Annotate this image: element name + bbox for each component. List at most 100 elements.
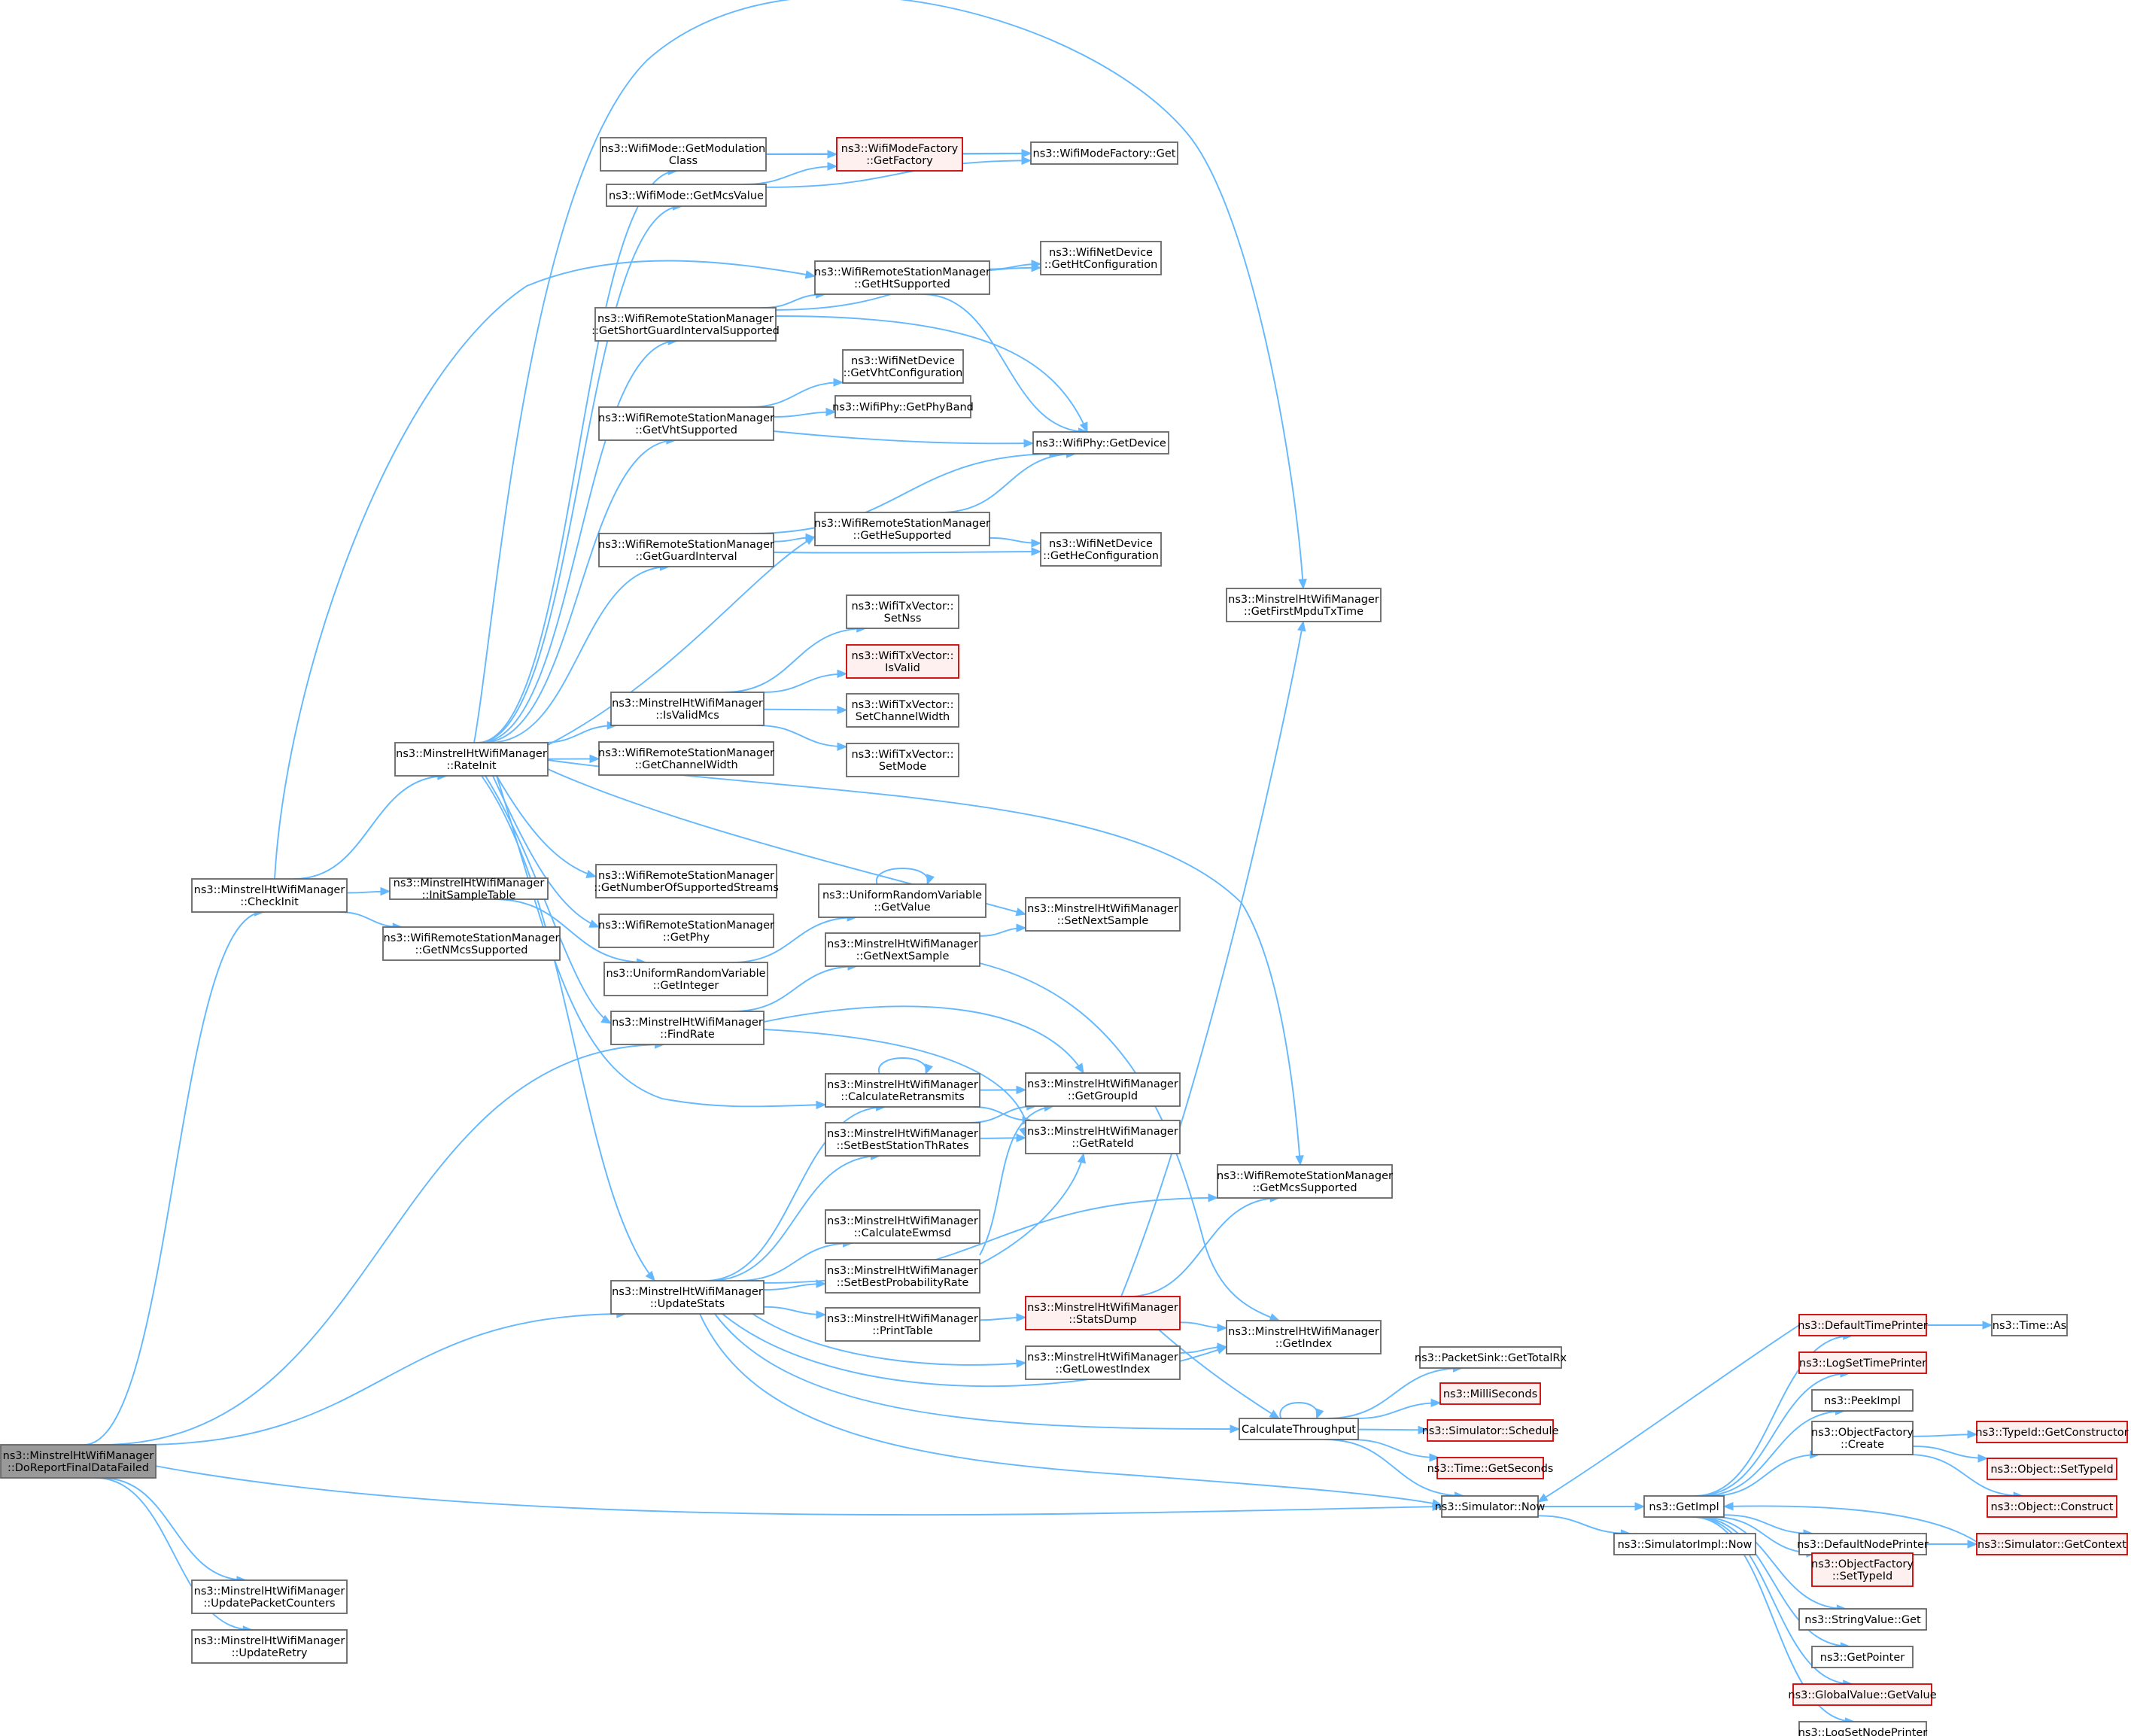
edge-updatestats-to-setbestprob [763, 1279, 827, 1291]
node-getchw[interactable]: ns3::WifiRemoteStationManager::GetChanne… [598, 741, 774, 776]
edge-rateinit-to-getmcsvalue [477, 202, 683, 743]
node-getnextsample[interactable]: ns3::MinstrelHtWifiManager::GetNextSampl… [825, 932, 980, 967]
node-box [1613, 1533, 1756, 1555]
node-objconstruct[interactable]: ns3::Object::Construct [1987, 1495, 2117, 1518]
edge-getgi-to-gethe [773, 533, 816, 543]
node-gethe[interactable]: ns3::WifiRemoteStationManager::GetHeSupp… [814, 512, 990, 546]
node-pktsinkrx[interactable]: ns3::PacketSink::GetTotalRx [1415, 1346, 1567, 1369]
node-getsgi[interactable]: ns3::WifiRemoteStationManager::GetShortG… [591, 307, 780, 342]
node-statsdump[interactable]: ns3::MinstrelHtWifiManager::StatsDump [1025, 1296, 1181, 1330]
node-initsample[interactable]: ns3::MinstrelHtWifiManager::InitSampleTa… [389, 877, 549, 901]
edge-root-to-checkinit [84, 908, 265, 1446]
node-getgroupid[interactable]: ns3::MinstrelHtWifiManager::GetGroupId [1025, 1072, 1181, 1107]
node-nethtconf[interactable]: ns3::WifiNetDevice::GetHtConfiguration [1040, 241, 1162, 275]
node-box [1798, 1608, 1927, 1631]
node-simgetctx[interactable]: ns3::Simulator::GetContext [1976, 1533, 2128, 1555]
node-typeidctor[interactable]: ns3::TypeId::GetConstructor [1975, 1421, 2129, 1443]
node-isvalidmcs[interactable]: ns3::MinstrelHtWifiManager::IsValidMcs [610, 692, 765, 726]
node-logsettime[interactable]: ns3::LogSetTimePrinter [1798, 1351, 1927, 1374]
edge-deftimeprinter-to-timeas [1926, 1321, 1993, 1330]
node-updpkt[interactable]: ns3::MinstrelHtWifiManager::UpdatePacket… [191, 1579, 348, 1614]
node-label-line: ns3::MinstrelHtWifiManager [1228, 1326, 1379, 1338]
node-label-line: ns3::WifiTxVector:: [851, 600, 953, 613]
node-getgi[interactable]: ns3::WifiRemoteStationManager::GetGuardI… [598, 533, 774, 567]
node-strvalget[interactable]: ns3::StringValue::Get [1798, 1608, 1927, 1631]
node-getvht[interactable]: ns3::WifiRemoteStationManager::GetVhtSup… [598, 406, 774, 441]
node-updretry[interactable]: ns3::MinstrelHtWifiManager::UpdateRetry [191, 1629, 348, 1664]
node-findrate[interactable]: ns3::MinstrelHtWifiManager::FindRate [610, 1011, 765, 1045]
edge-getvht-to-phyband [773, 407, 837, 418]
node-txsetchw[interactable]: ns3::WifiTxVector::SetChannelWidth [846, 693, 959, 728]
node-getmcssupp[interactable]: ns3::WifiRemoteStationManager::GetMcsSup… [1217, 1164, 1393, 1199]
node-label-line: ns3::MilliSeconds [1443, 1388, 1537, 1400]
edge-statsdump-to-getindex [1179, 1321, 1228, 1333]
node-setbestprob[interactable]: ns3::MinstrelHtWifiManager::SetBestProba… [825, 1259, 980, 1294]
node-label-line: SetMode [879, 761, 926, 773]
node-label-line: ns3::MinstrelHtWifiManager [3, 1450, 154, 1462]
node-label-line: ::GetFirstMpduTxTime [1244, 606, 1363, 618]
node-getindex[interactable]: ns3::MinstrelHtWifiManager::GetIndex [1226, 1320, 1382, 1354]
node-printtable[interactable]: ns3::MinstrelHtWifiManager::PrintTable [825, 1307, 980, 1342]
node-label-line: ::IsValidMcs [655, 710, 719, 722]
node-box [814, 512, 990, 546]
node-wmfgetfactory[interactable]: ns3::WifiModeFactory::GetFactory [836, 137, 963, 172]
edge-root-to-updpkt [102, 1477, 248, 1585]
node-timegetsec[interactable]: ns3::Time::GetSeconds [1427, 1457, 1554, 1479]
node-txisvalid[interactable]: ns3::WifiTxVector::IsValid [846, 644, 959, 679]
node-getlowest[interactable]: ns3::MinstrelHtWifiManager::GetLowestInd… [1025, 1345, 1181, 1380]
node-box [610, 1011, 765, 1045]
node-calcewmsd[interactable]: ns3::MinstrelHtWifiManager::CalculateEwm… [825, 1209, 980, 1244]
node-root[interactable]: ns3::MinstrelHtWifiManager::DoReportFina… [0, 1444, 157, 1479]
node-phydevice[interactable]: ns3::WifiPhy::GetDevice [1032, 431, 1169, 455]
edge-simnow-to-getimpl [1538, 1502, 1646, 1511]
node-txsetnss[interactable]: ns3::WifiTxVector::SetNss [846, 594, 959, 629]
node-wmfget[interactable]: ns3::WifiModeFactory::Get [1030, 141, 1178, 165]
node-label-line: ns3::MinstrelHtWifiManager [1228, 594, 1379, 606]
node-getphy[interactable]: ns3::WifiRemoteStationManager::GetPhy [598, 914, 774, 948]
node-milliseconds[interactable]: ns3::MilliSeconds [1439, 1382, 1541, 1405]
edge-defnodeprinter-to-simgetctx [1926, 1540, 1978, 1549]
node-objfsettype[interactable]: ns3::ObjectFactory::SetTypeId [1811, 1552, 1914, 1587]
node-getht[interactable]: ns3::WifiRemoteStationManager::GetHtSupp… [814, 260, 990, 295]
edge-calcthroughput-to-simschedule [1357, 1425, 1429, 1435]
node-getimpl[interactable]: ns3::GetImpl [1643, 1495, 1725, 1518]
node-getnss[interactable]: ns3::WifiRemoteStationManager::GetNumber… [594, 864, 779, 898]
node-simnow[interactable]: ns3::Simulator::Now [1435, 1495, 1546, 1518]
node-calcthroughput[interactable]: CalculateThroughput [1239, 1418, 1359, 1440]
node-getrateid[interactable]: ns3::MinstrelHtWifiManager::GetRateId [1025, 1120, 1181, 1154]
node-gvgetvalue[interactable]: ns3::GlobalValue::GetValue [1788, 1683, 1937, 1706]
node-defnodeprinter[interactable]: ns3::DefaultNodePrinter [1797, 1533, 1929, 1555]
node-updatestats[interactable]: ns3::MinstrelHtWifiManager::UpdateStats [610, 1280, 765, 1315]
node-getnmcs[interactable]: ns3::WifiRemoteStationManager::GetNMcsSu… [382, 926, 561, 961]
node-objsettype[interactable]: ns3::Object::SetTypeId [1987, 1458, 2117, 1480]
node-setbestth[interactable]: ns3::MinstrelHtWifiManager::SetBestStati… [825, 1122, 980, 1157]
node-netvhtconf[interactable]: ns3::WifiNetDevice::GetVhtConfiguration [842, 349, 964, 384]
edge-objfcreate-to-objsettype [1912, 1445, 1989, 1463]
node-simimplnow[interactable]: ns3::SimulatorImpl::Now [1613, 1533, 1756, 1555]
node-calcretrans[interactable]: ns3::MinstrelHtWifiManager::CalculateRet… [825, 1073, 980, 1108]
node-timeas[interactable]: ns3::Time::As [1991, 1314, 2068, 1336]
node-objfcreate[interactable]: ns3::ObjectFactory::Create [1811, 1421, 1914, 1455]
node-box [1025, 897, 1181, 932]
node-getinteger[interactable]: ns3::UniformRandomVariable::GetInteger [603, 962, 768, 996]
node-box [1419, 1346, 1562, 1369]
node-label-line: ::RateInit [446, 760, 497, 772]
node-label-line: ns3::UniformRandomVariable [822, 889, 982, 901]
node-box [191, 1579, 348, 1614]
node-nethecconf[interactable]: ns3::WifiNetDevice::GetHeConfiguration [1040, 532, 1162, 567]
edge-gethe-to-phydevice [940, 449, 1077, 513]
node-deftimeprinter[interactable]: ns3::DefaultTimePrinter [1798, 1314, 1928, 1336]
node-rateinit[interactable]: ns3::MinstrelHtWifiManager::RateInit [394, 742, 549, 777]
node-getfirstmpdu[interactable]: ns3::MinstrelHtWifiManager::GetFirstMpdu… [1226, 588, 1382, 622]
node-setnextsample[interactable]: ns3::MinstrelHtWifiManager::SetNextSampl… [1025, 897, 1181, 932]
node-getpointer[interactable]: ns3::GetPointer [1811, 1646, 1914, 1668]
node-txsetmode[interactable]: ns3::WifiTxVector::SetMode [846, 743, 959, 777]
node-peekimpl[interactable]: ns3::PeekImpl [1811, 1389, 1914, 1412]
node-urvgetvalue[interactable]: ns3::UniformRandomVariable::GetValue [818, 883, 986, 918]
node-simschedule[interactable]: ns3::Simulator::Schedule [1422, 1419, 1559, 1442]
node-phyband[interactable]: ns3::WifiPhy::GetPhyBand [832, 395, 974, 418]
node-logsetnode[interactable]: ns3::LogSetNodePrinter [1798, 1721, 1928, 1736]
node-getmcsvalue[interactable]: ns3::WifiMode::GetMcsValue [606, 184, 767, 207]
node-checkinit[interactable]: ns3::MinstrelHtWifiManager::CheckInit [191, 878, 348, 913]
